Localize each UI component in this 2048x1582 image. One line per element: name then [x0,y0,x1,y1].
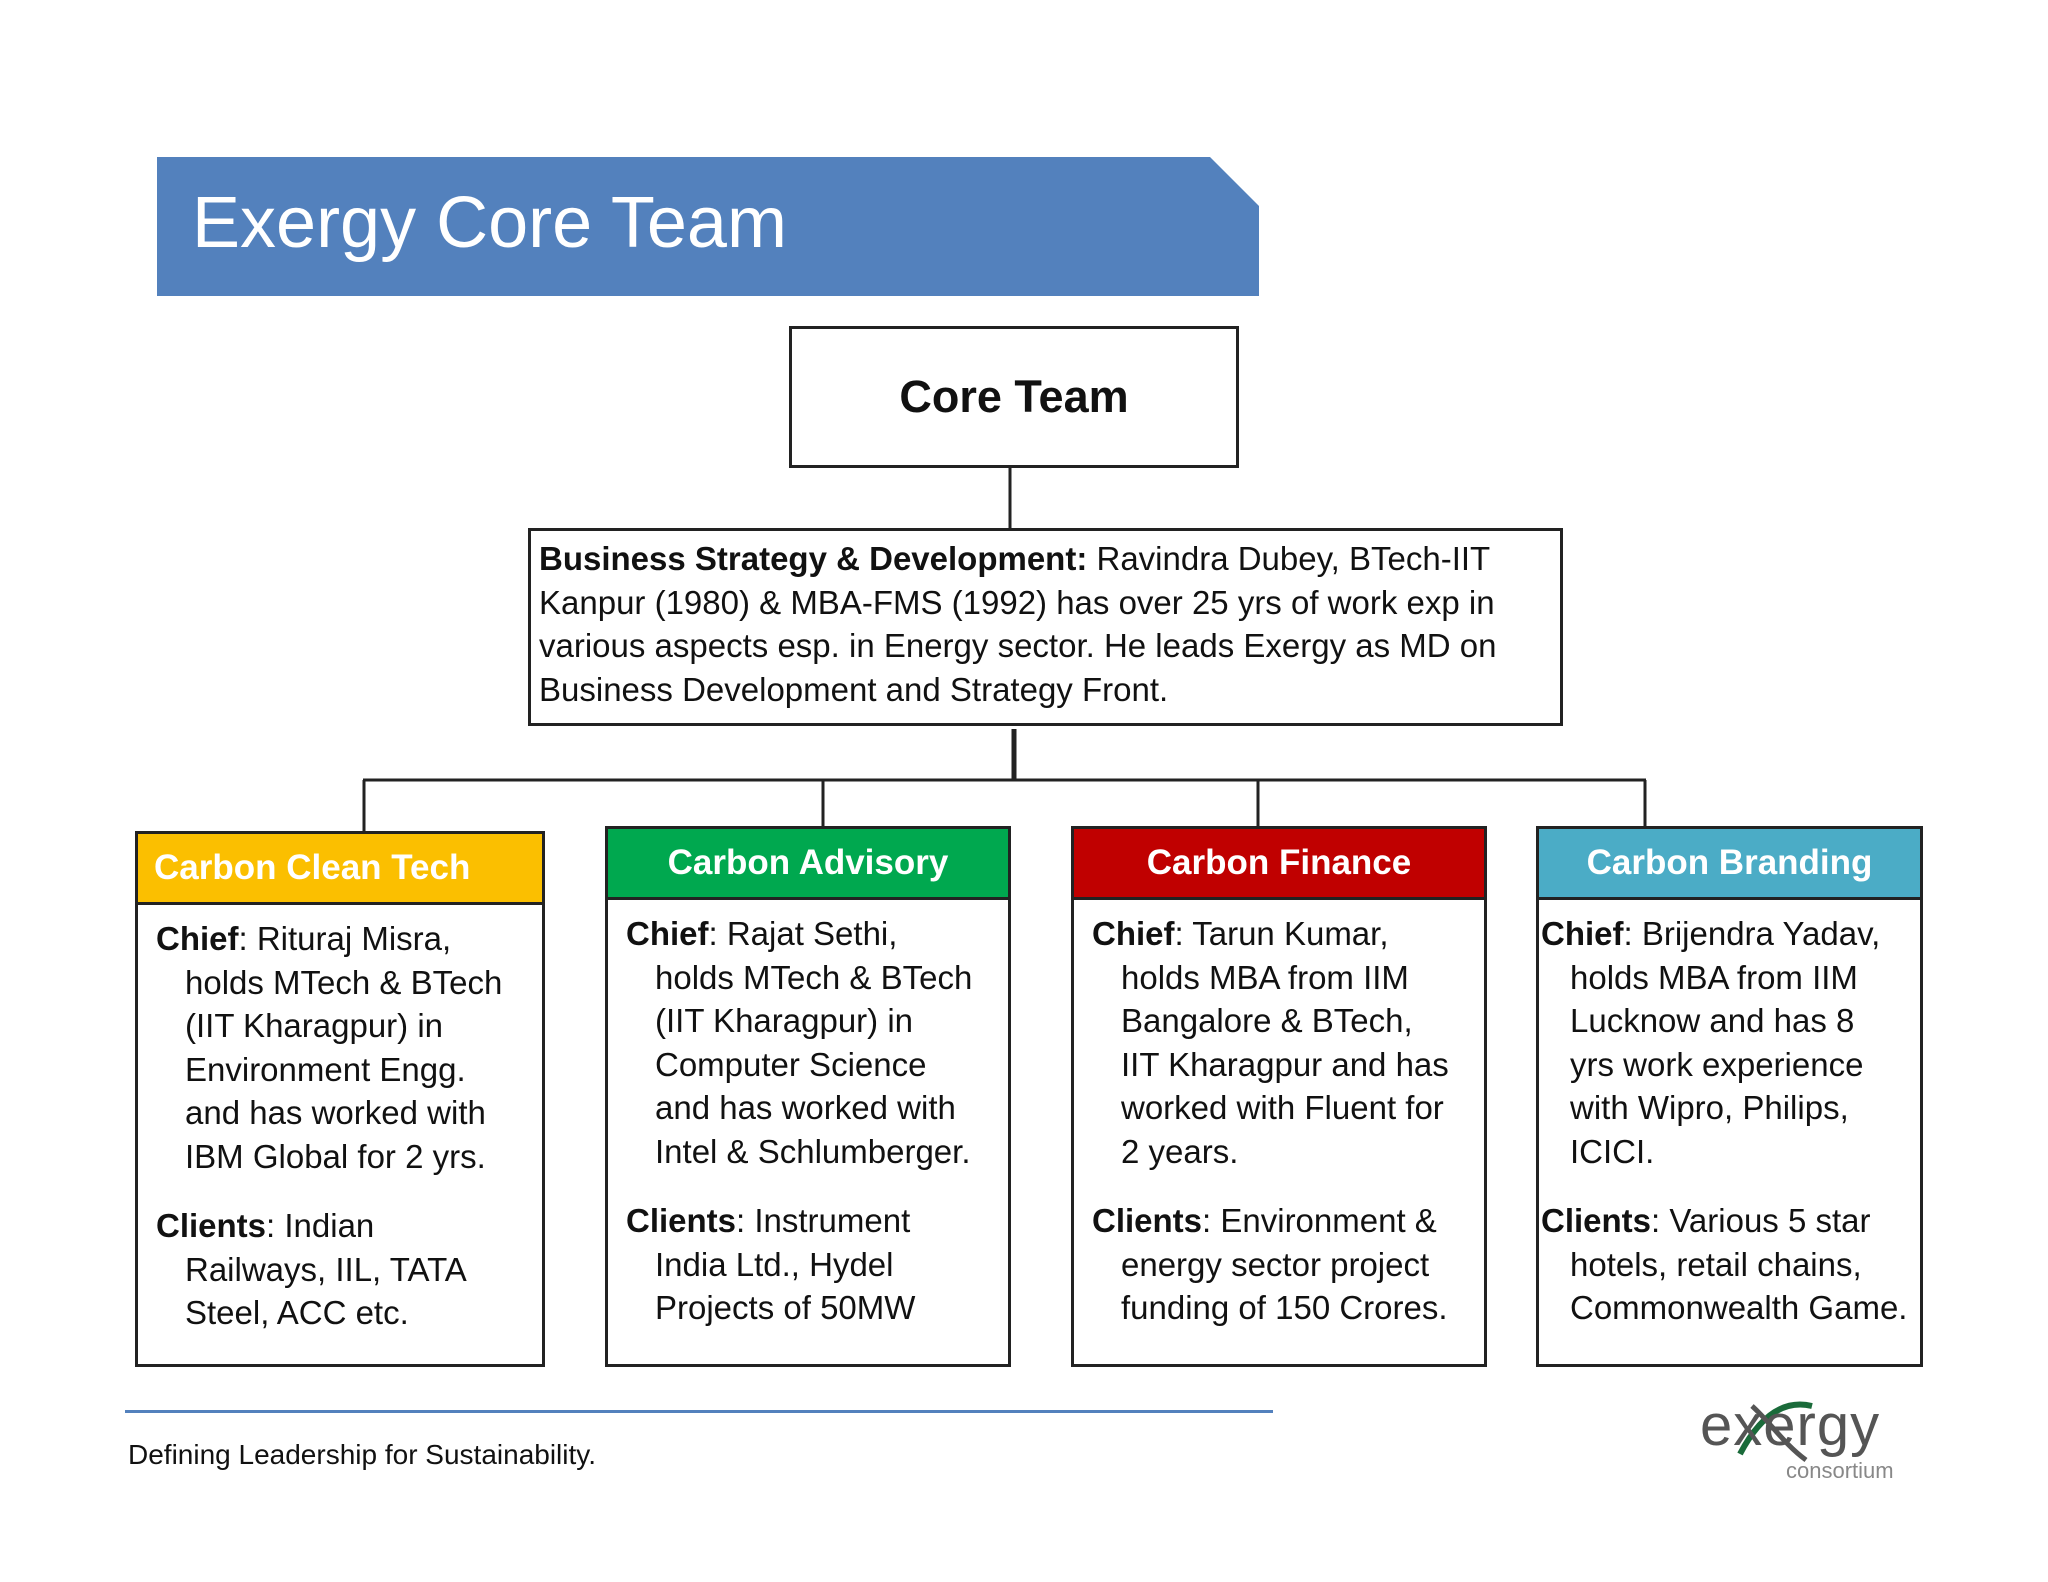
division-name: Carbon Advisory [667,843,949,882]
title-banner [157,157,1259,296]
chief-line: ICICI. [1570,1132,1655,1170]
chief-line: holds MTech & BTech [185,963,503,1001]
chief-line: IBM Global for 2 yrs. [185,1137,486,1175]
business-strategy-box: Business Strategy & Development: Ravindr… [528,528,1563,726]
chief-line: with Wipro, Philips, [1570,1089,1849,1126]
clients-first-line: : Indian [266,1207,375,1244]
chief-line: and has worked with [655,1089,956,1126]
division-body: Chief: Rajat Sethi, holds MTech & BTech … [608,900,1008,1330]
division-header: Carbon Clean Tech [138,834,542,905]
division-carbon-branding: Carbon Branding Chief: Brijendra Yadav, … [1536,826,1923,1367]
clients-label: Clients [1541,1202,1652,1239]
chief-line: Environment Engg. [185,1050,466,1088]
clients-first-line: : Instrument [736,1202,911,1239]
chief-first-line: : Rajat Sethi, [708,915,898,952]
core-team-box: Core Team [789,326,1239,468]
chief-line: (IIT Kharagpur) in [655,1002,914,1039]
chief-line: yrs work experience [1570,1045,1864,1083]
exergy-logo: exergy consortium [1700,1392,1910,1492]
chief-line: Computer Science [655,1045,927,1083]
chief-line: Bangalore & BTech, [1121,1002,1413,1039]
division-carbon-advisory: Carbon Advisory Chief: Rajat Sethi, hold… [605,826,1011,1367]
chief-label: Chief [1092,915,1175,952]
bsd-text: Ravindra Dubey, BTech-IIT Kanpur (1980) … [539,540,1497,708]
chief-label: Chief [156,920,239,957]
division-name: Carbon Finance [1146,843,1412,882]
chief-line: 2 years. [1121,1132,1239,1170]
division-body: Chief: Brijendra Yadav, holds MBA from I… [1539,900,1920,1330]
clients-line: India Ltd., Hydel [655,1245,894,1283]
clients-line: Steel, ACC etc. [185,1294,409,1331]
chief-line: worked with Fluent for [1121,1089,1444,1126]
clients-first-line: : Environment & [1202,1202,1437,1239]
core-team-label: Core Team [899,371,1129,422]
chief-label: Chief [1541,915,1624,952]
division-name: Carbon Branding [1586,843,1873,882]
chief-line: holds MBA from IIM [1121,958,1409,996]
page-title: Exergy Core Team [192,183,787,263]
footer-divider [125,1410,1273,1413]
chief-line: (IIT Kharagpur) in [185,1007,444,1044]
bsd-label: Business Strategy & Development: [539,540,1088,577]
chief-line: Intel & Schlumberger. [655,1132,971,1170]
chief-first-line: : Tarun Kumar, [1174,915,1389,952]
footer-tagline: Defining Leadership for Sustainability. [128,1439,596,1470]
division-carbon-finance: Carbon Finance Chief: Tarun Kumar, holds… [1071,826,1487,1367]
logo-wordmark: exergy [1700,1393,1881,1458]
chief-line: holds MTech & BTech [655,958,973,996]
clients-first-line: : Various 5 star [1651,1202,1871,1239]
clients-line: funding of 150 Crores. [1121,1289,1448,1326]
logo-swoosh-icon [1737,1401,1813,1463]
clients-line: Commonwealth Game. [1570,1289,1908,1326]
clients-line: Projects of 50MW [655,1289,916,1326]
clients-line: hotels, retail chains, [1570,1245,1862,1283]
chief-line: Lucknow and has 8 [1570,1002,1855,1039]
chief-line: holds MBA from IIM [1570,958,1858,996]
chief-first-line: : Rituraj Misra, [238,920,452,957]
clients-label: Clients [156,1207,267,1244]
chief-first-line: : Brijendra Yadav, [1623,915,1881,952]
clients-label: Clients [626,1202,737,1239]
division-header: Carbon Branding [1539,829,1920,900]
clients-line: energy sector project [1121,1245,1430,1283]
division-carbon-clean-tech: Carbon Clean Tech Chief: Rituraj Misra, … [135,831,545,1367]
chief-label: Chief [626,915,709,952]
chief-line: IIT Kharagpur and has [1121,1045,1449,1083]
division-header: Carbon Finance [1074,829,1484,900]
chief-line: and has worked with [185,1094,486,1131]
division-body: Chief: Rituraj Misra, holds MTech & BTec… [138,905,542,1335]
clients-label: Clients [1092,1202,1203,1239]
logo-subtitle: consortium [1786,1458,1894,1483]
clients-line: Railways, IIL, TATA [185,1250,467,1288]
division-name: Carbon Clean Tech [154,848,471,887]
division-body: Chief: Tarun Kumar, holds MBA from IIM B… [1074,900,1484,1330]
division-header: Carbon Advisory [608,829,1008,900]
